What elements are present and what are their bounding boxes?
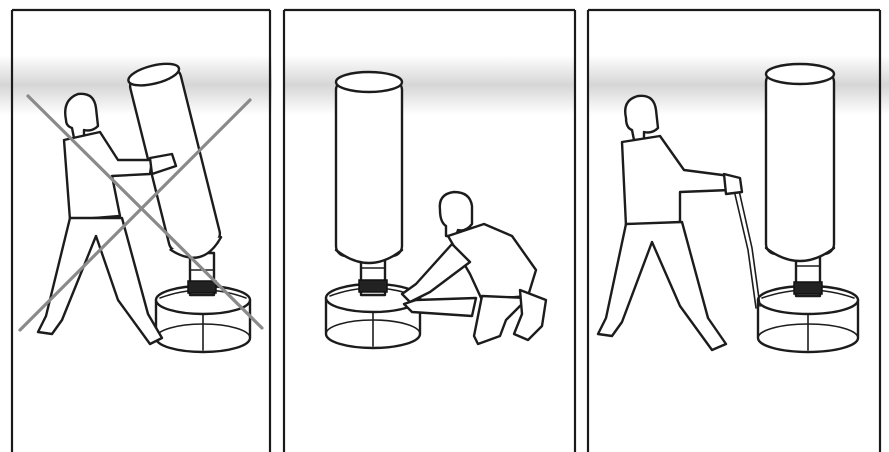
person-legs — [38, 218, 162, 344]
panel-2 — [284, 10, 576, 452]
person-legs — [598, 222, 726, 350]
strap-line-2 — [738, 186, 760, 306]
panel-1 — [0, 10, 272, 452]
person-head — [625, 96, 658, 140]
person-pulling — [598, 96, 742, 350]
person-head — [65, 94, 98, 138]
person-hands — [724, 174, 742, 194]
person-arm — [402, 244, 470, 302]
person-forearm — [404, 298, 476, 316]
bag-tube — [336, 72, 402, 263]
shading-band — [284, 55, 576, 115]
panel-3 — [588, 10, 889, 452]
bag-tube — [766, 64, 834, 261]
pull-strap — [734, 186, 760, 308]
person-torso — [622, 136, 730, 226]
person-crouching — [402, 192, 546, 344]
